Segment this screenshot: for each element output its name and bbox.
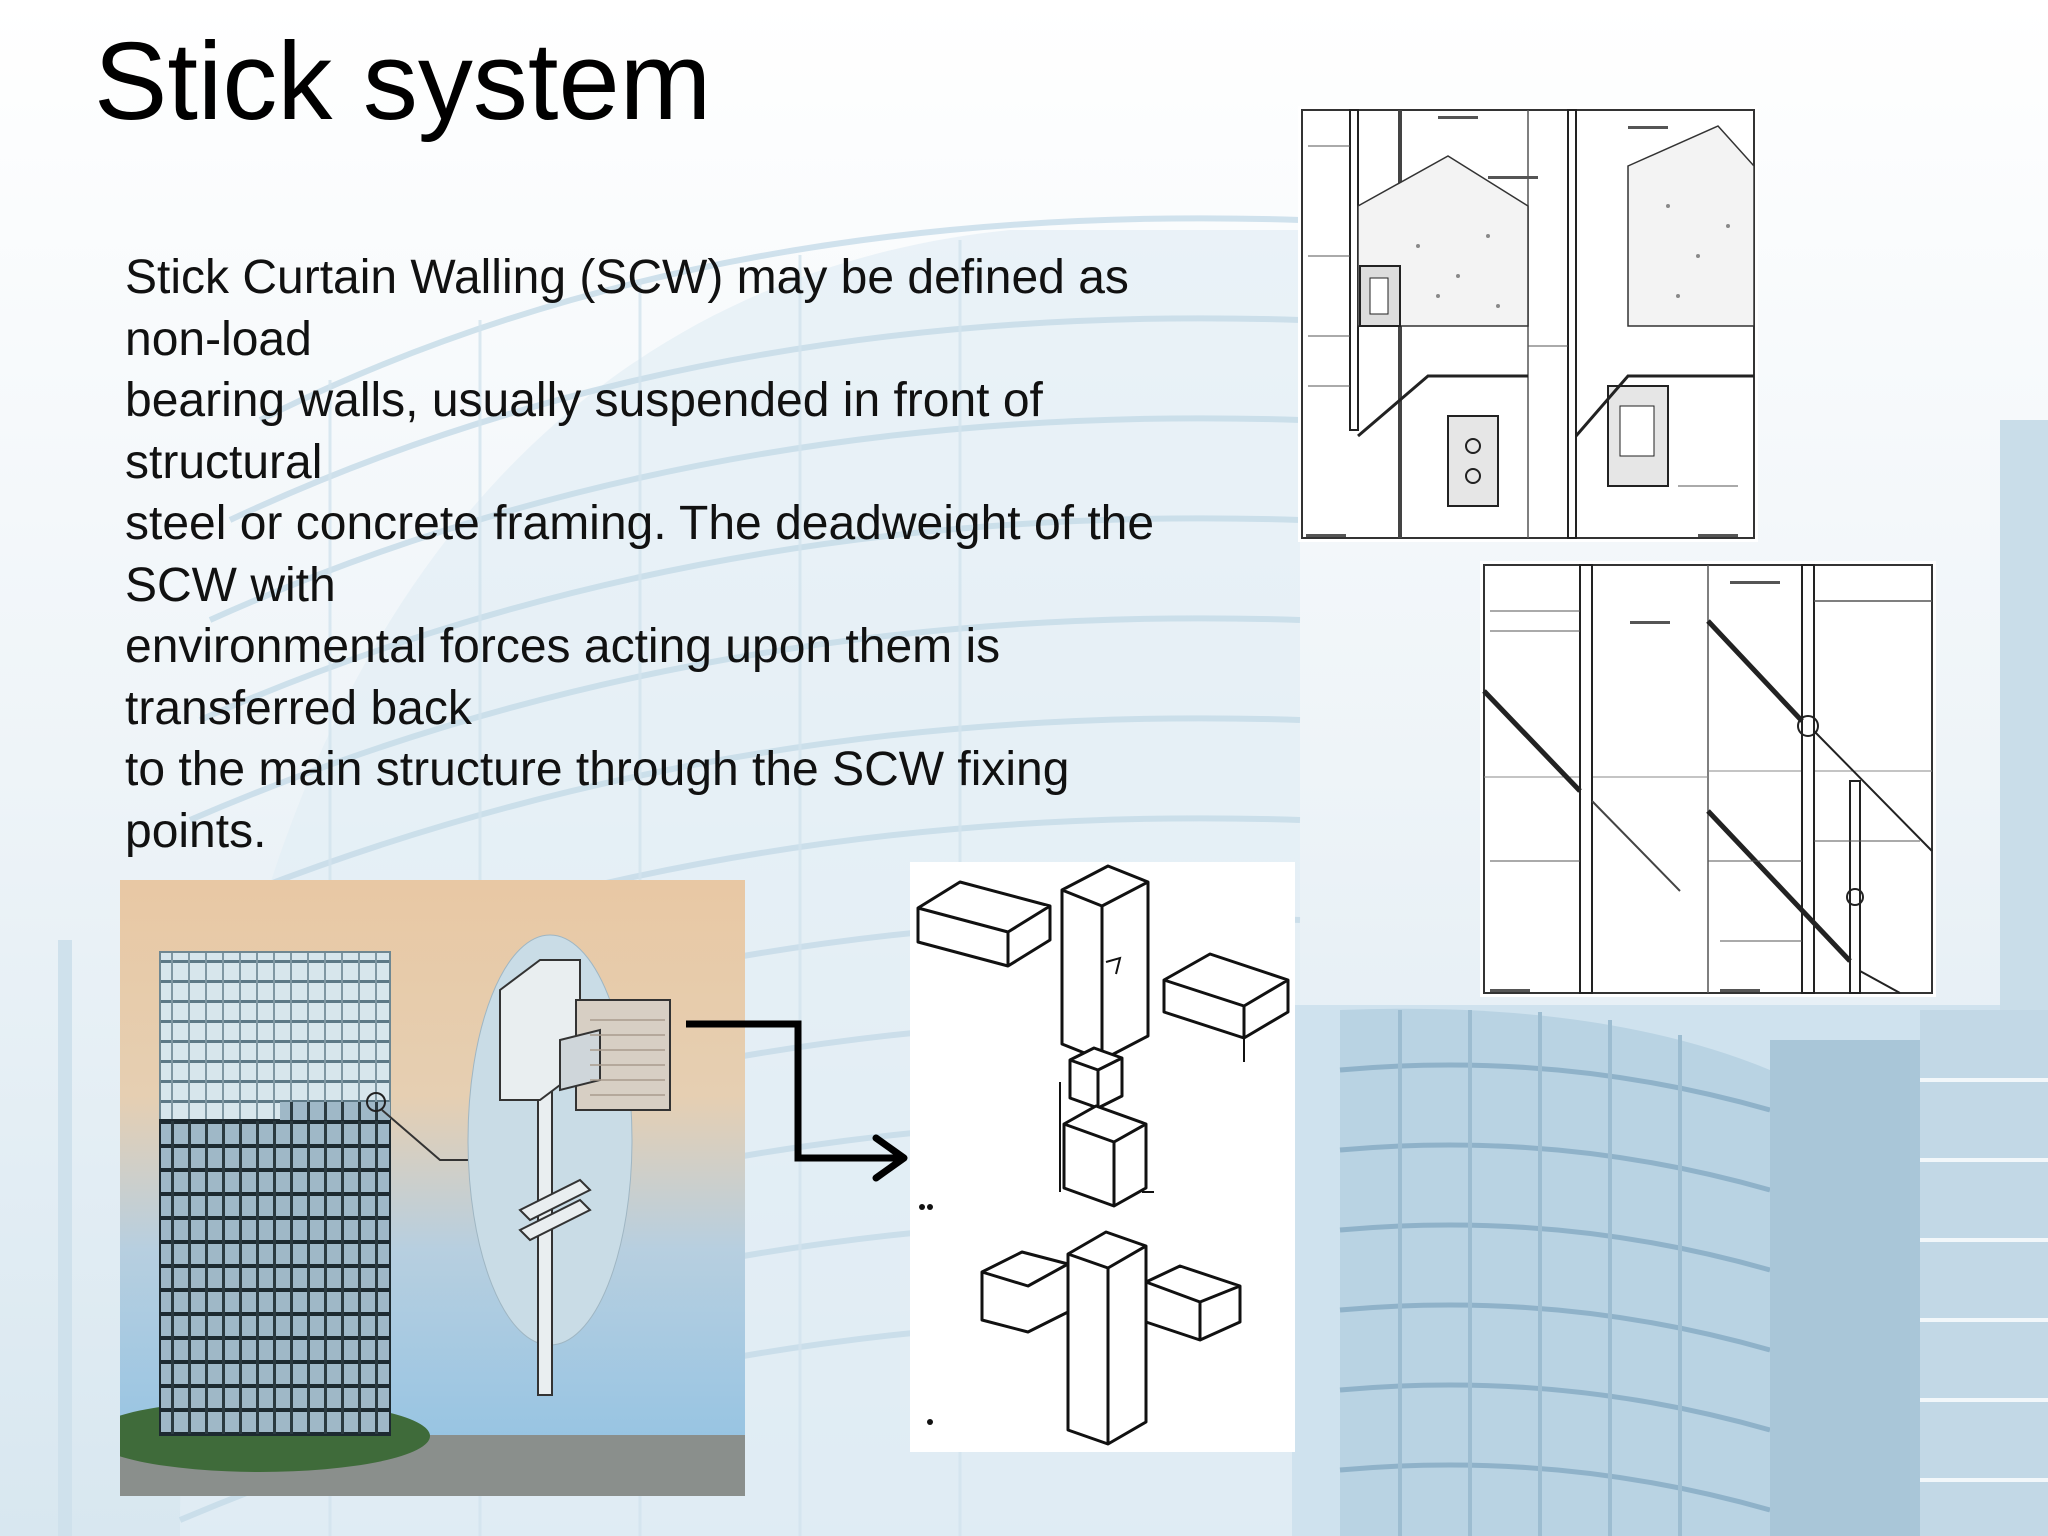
mullion-transom-assembly-drawing <box>910 862 1295 1452</box>
curtain-wall-detail-drawing-bottom <box>1480 561 1936 997</box>
body-line: to the main structure through the SCW fi… <box>125 743 1070 796</box>
body-line: bearing walls, usually suspended in fron… <box>125 374 1043 427</box>
body-line: Stick Curtain Walling (SCW) may be defin… <box>125 251 1129 304</box>
body-line: transferred back <box>125 681 472 735</box>
body-line: structural <box>125 435 323 489</box>
pointer-arrow-icon <box>686 1020 908 1182</box>
body-line: SCW with <box>125 558 336 612</box>
building-stick-system-illustration <box>120 880 745 1496</box>
body-line: steel or concrete framing. The deadweigh… <box>125 497 1155 550</box>
body-line: environmental forces acting upon them is <box>125 620 1001 673</box>
slide-title: Stick system <box>94 20 712 143</box>
curtain-wall-detail-drawing-top <box>1298 106 1758 542</box>
body-line: non-load <box>125 312 312 366</box>
slide-body-text: Stick Curtain Walling (SCW) may be defin… <box>125 247 1245 862</box>
body-line: points. <box>125 804 267 858</box>
